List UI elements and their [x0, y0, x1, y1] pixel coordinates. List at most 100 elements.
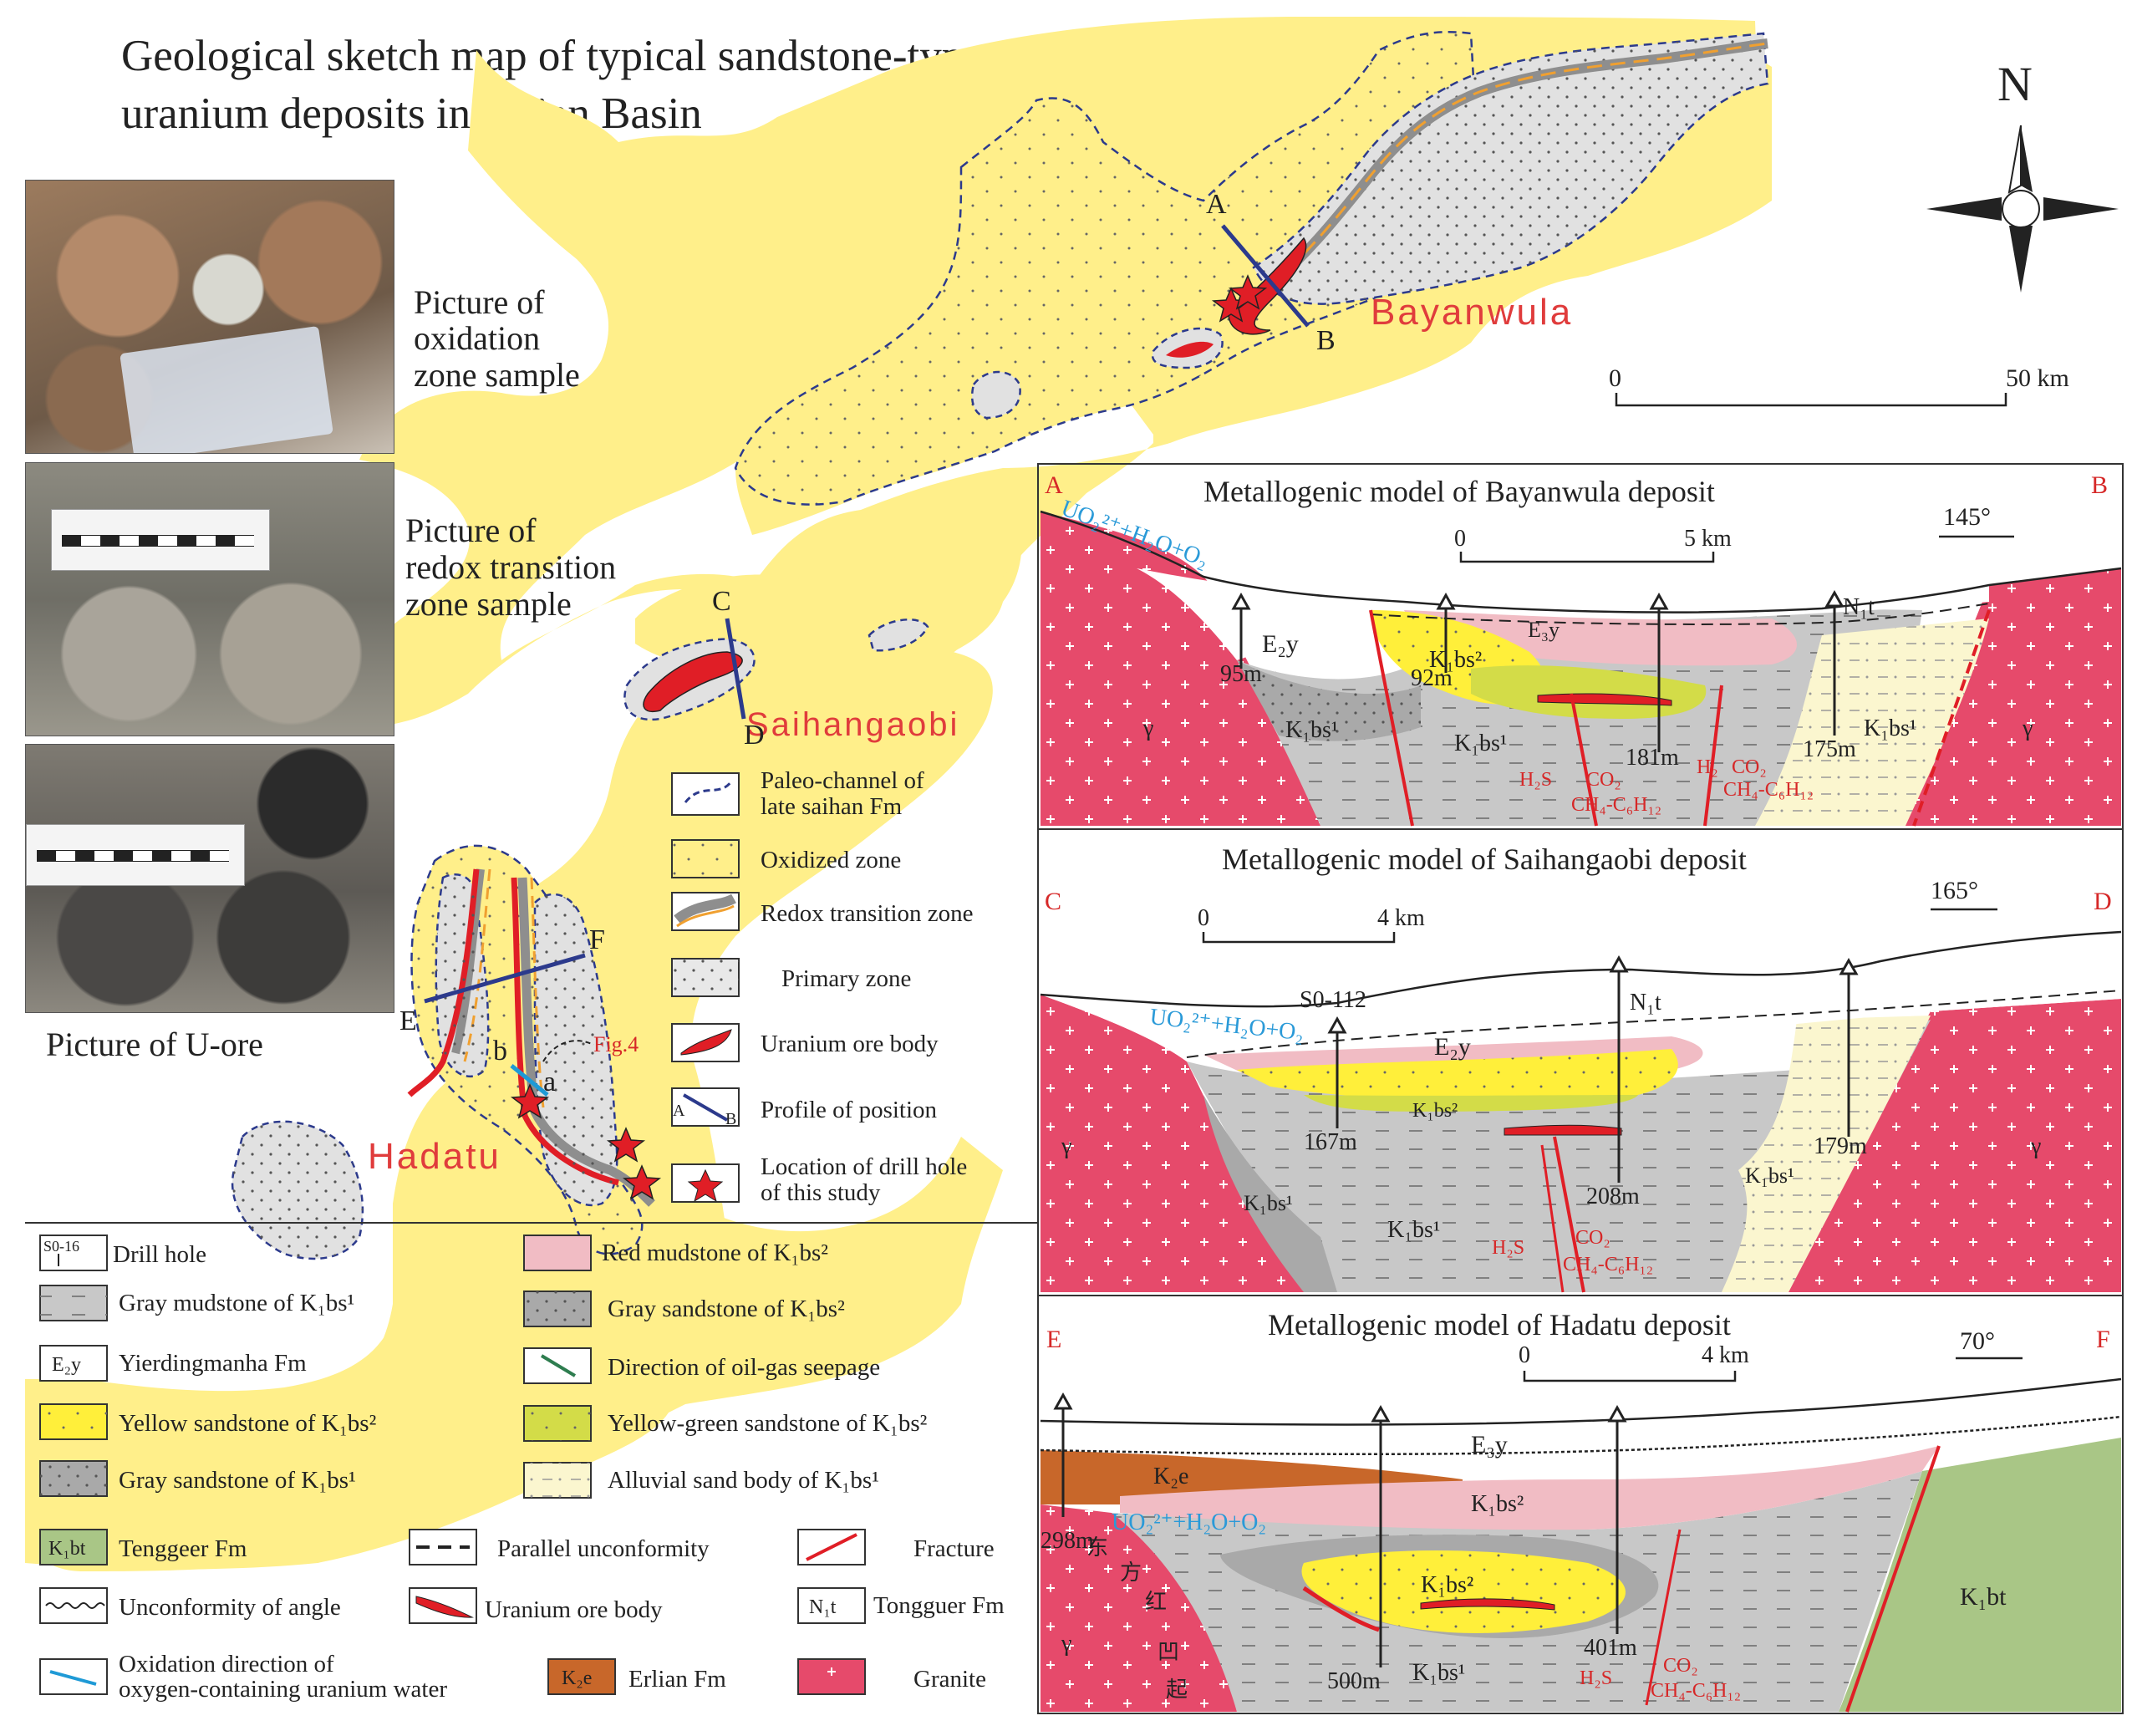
- surface-cd: [1040, 930, 2122, 1008]
- co2b-ab: CO₂: [1732, 756, 1767, 778]
- scale-hadatu-end: 4 km: [1702, 1342, 1749, 1368]
- co2-cd: CO₂: [1575, 1227, 1610, 1249]
- legend-oxid-2: oxygen-containing uranium water: [119, 1676, 447, 1703]
- profile-label-e: E: [399, 1005, 417, 1036]
- drill-star-hadatu: [510, 1083, 662, 1200]
- compass-e: [2043, 197, 2119, 221]
- photo-oxidation-sample: [25, 180, 394, 454]
- legend-gray-ss2: Gray sandstone of K₁bs²: [608, 1296, 845, 1322]
- depth-181: 181m: [1626, 745, 1679, 771]
- section-saihangaobi-title: Metallogenic model of Saihangaobi deposi…: [1222, 843, 1747, 876]
- oil-gas-icon: [540, 1354, 577, 1377]
- profile-ef: E F: [399, 924, 605, 1036]
- k1bs1c-ab: K₁bs¹: [1864, 715, 1916, 741]
- legend-tongguer: Tongguer Fm: [873, 1592, 1005, 1619]
- scale-hadatu-0: 0: [1519, 1342, 1530, 1368]
- yellowgreen-ab: [1471, 665, 1707, 719]
- scale-zero: 0: [1609, 364, 1621, 392]
- unconformity-cd: [1186, 990, 2122, 1058]
- legend-yierding: Yierdingmanha Fm: [119, 1350, 307, 1377]
- primary-zone-bayanwula-dots: [1254, 33, 1768, 304]
- depth-95: 95m: [1220, 661, 1262, 687]
- fracture-icon: [806, 1533, 857, 1561]
- map-scale-bar: 0 50 km: [1609, 364, 2069, 407]
- drill-icon-label: S0-16: [43, 1238, 79, 1255]
- legend-drill-2: of this study: [761, 1179, 881, 1206]
- label-saihangaobi: Saihangaobi: [746, 706, 959, 743]
- depth-167: 167m: [1304, 1129, 1357, 1155]
- depth-298: 298m: [1041, 1528, 1094, 1554]
- angle-unconformity-ef: [1040, 1415, 2122, 1456]
- surface-ef: [1040, 1377, 2122, 1426]
- ch4-cd: CH₄-C₆H₁₂: [1563, 1254, 1653, 1275]
- legend-oil-gas: Direction of oil-gas seepage: [608, 1354, 880, 1381]
- caption-rd-2: redox transition: [405, 548, 616, 586]
- hole-s0-112: S0-112: [1300, 987, 1366, 1013]
- e2y-cd: E₂y: [1434, 1033, 1471, 1061]
- section-hadatu-title: Metallogenic model of Hadatu deposit: [1268, 1308, 1731, 1341]
- gamma-cd-left: γ: [1061, 1133, 1071, 1159]
- section-bayanwula: Metallogenic model of Bayanwula deposit …: [1040, 471, 2122, 827]
- paleo-channel-map: Bayanwula Saihangaobi Hadatu A B C D E F…: [25, 17, 1772, 1571]
- ore-body-cd: [1504, 1124, 1622, 1136]
- gray-sandstone-cd: [1203, 1095, 1337, 1292]
- erlian-icon: K₂e: [562, 1667, 592, 1689]
- legend-fracture: Fracture: [913, 1535, 995, 1562]
- title-line-1: Geological sketch map of typical sandsto…: [121, 32, 984, 80]
- co2-ab: CO₂: [1586, 769, 1621, 791]
- k1bs1a-ab: K₁bs¹: [1285, 717, 1338, 743]
- compass-rose-icon: [2021, 125, 2033, 192]
- unconformity-ab: [1370, 603, 1990, 625]
- photo-scale-card: [51, 509, 270, 571]
- legend-erlian: Erlian Fm: [628, 1666, 726, 1693]
- map-title: Geological sketch map of typical sandsto…: [121, 32, 984, 138]
- chinese-char-4: 凹: [1158, 1640, 1179, 1664]
- map-legend: Paleo-channel of late saihan Fm Oxidized…: [671, 767, 974, 1206]
- caption-rd-1: Picture of: [405, 512, 537, 549]
- section-hadatu: Metallogenic model of Hadatu deposit E F…: [1040, 1308, 2122, 1713]
- legend-profile: Profile of position: [761, 1097, 938, 1123]
- e2y-ab: E₂y: [1262, 630, 1299, 658]
- scale-end: 50 km: [2006, 364, 2069, 392]
- compass-s: [2009, 226, 2033, 293]
- photo-redox-sample: [25, 462, 394, 736]
- profile-label-a: A: [1206, 189, 1227, 220]
- gamma-cd-right: γ: [2030, 1133, 2041, 1159]
- ch4-ab: CH₄-C₆H₁₂: [1571, 794, 1661, 816]
- ore-body-saihangaobi: [643, 651, 743, 712]
- ore-body-icon: [415, 1596, 474, 1618]
- legend-drill-hole: Drill hole: [113, 1241, 206, 1268]
- legend-paleo-2: late saihan Fm: [761, 793, 903, 820]
- ore-body-ef-left: [1302, 1586, 1380, 1632]
- section-a-label: A: [1045, 471, 1063, 499]
- k1bs2-cd: K₁bs²: [1412, 1100, 1458, 1122]
- ch4b-ab: CH₄-C₆H₁₂: [1723, 779, 1814, 801]
- caption-ox-1: Picture of: [414, 283, 545, 321]
- chinese-char-5: 起: [1166, 1677, 1188, 1702]
- legend-paleo-1: Paleo-channel of: [761, 767, 924, 794]
- profile-cd: C D: [712, 586, 765, 751]
- depth-175: 175m: [1803, 736, 1856, 762]
- k1bs2-ab: K₁bs²: [1429, 647, 1482, 673]
- fig4-arrow: [542, 1040, 594, 1062]
- scale-saihangaobi-end: 4 km: [1377, 905, 1425, 931]
- water-label-ef: UO₂²⁺+H₂O+O₂: [1112, 1509, 1266, 1535]
- caption-u-ore: Picture of U-ore: [46, 1026, 263, 1063]
- n1t-ab: N₁t: [1843, 594, 1875, 620]
- chinese-char-1: 东: [1086, 1535, 1108, 1560]
- profile-small-ab: [510, 1064, 549, 1097]
- tongguer-icon: N₁t: [809, 1596, 837, 1618]
- caption-rd-3: zone sample: [405, 585, 572, 623]
- oxidized-dots: [734, 30, 1481, 506]
- legend-unconf-angle: Unconformity of angle: [119, 1594, 341, 1621]
- drill-holes-ab: [1231, 589, 1845, 752]
- section-e-label: E: [1046, 1326, 1061, 1353]
- section-f-label: F: [2096, 1326, 2110, 1353]
- primary-dots-sw: [232, 1121, 363, 1259]
- profile-label-f: F: [589, 924, 605, 955]
- sections-frame: [1037, 463, 2124, 1714]
- label-bayanwula: Bayanwula: [1371, 292, 1573, 333]
- legend-alluvial: Alluvial sand body of K₁bs¹: [608, 1467, 879, 1494]
- chinese-char-3: 红: [1145, 1590, 1167, 1614]
